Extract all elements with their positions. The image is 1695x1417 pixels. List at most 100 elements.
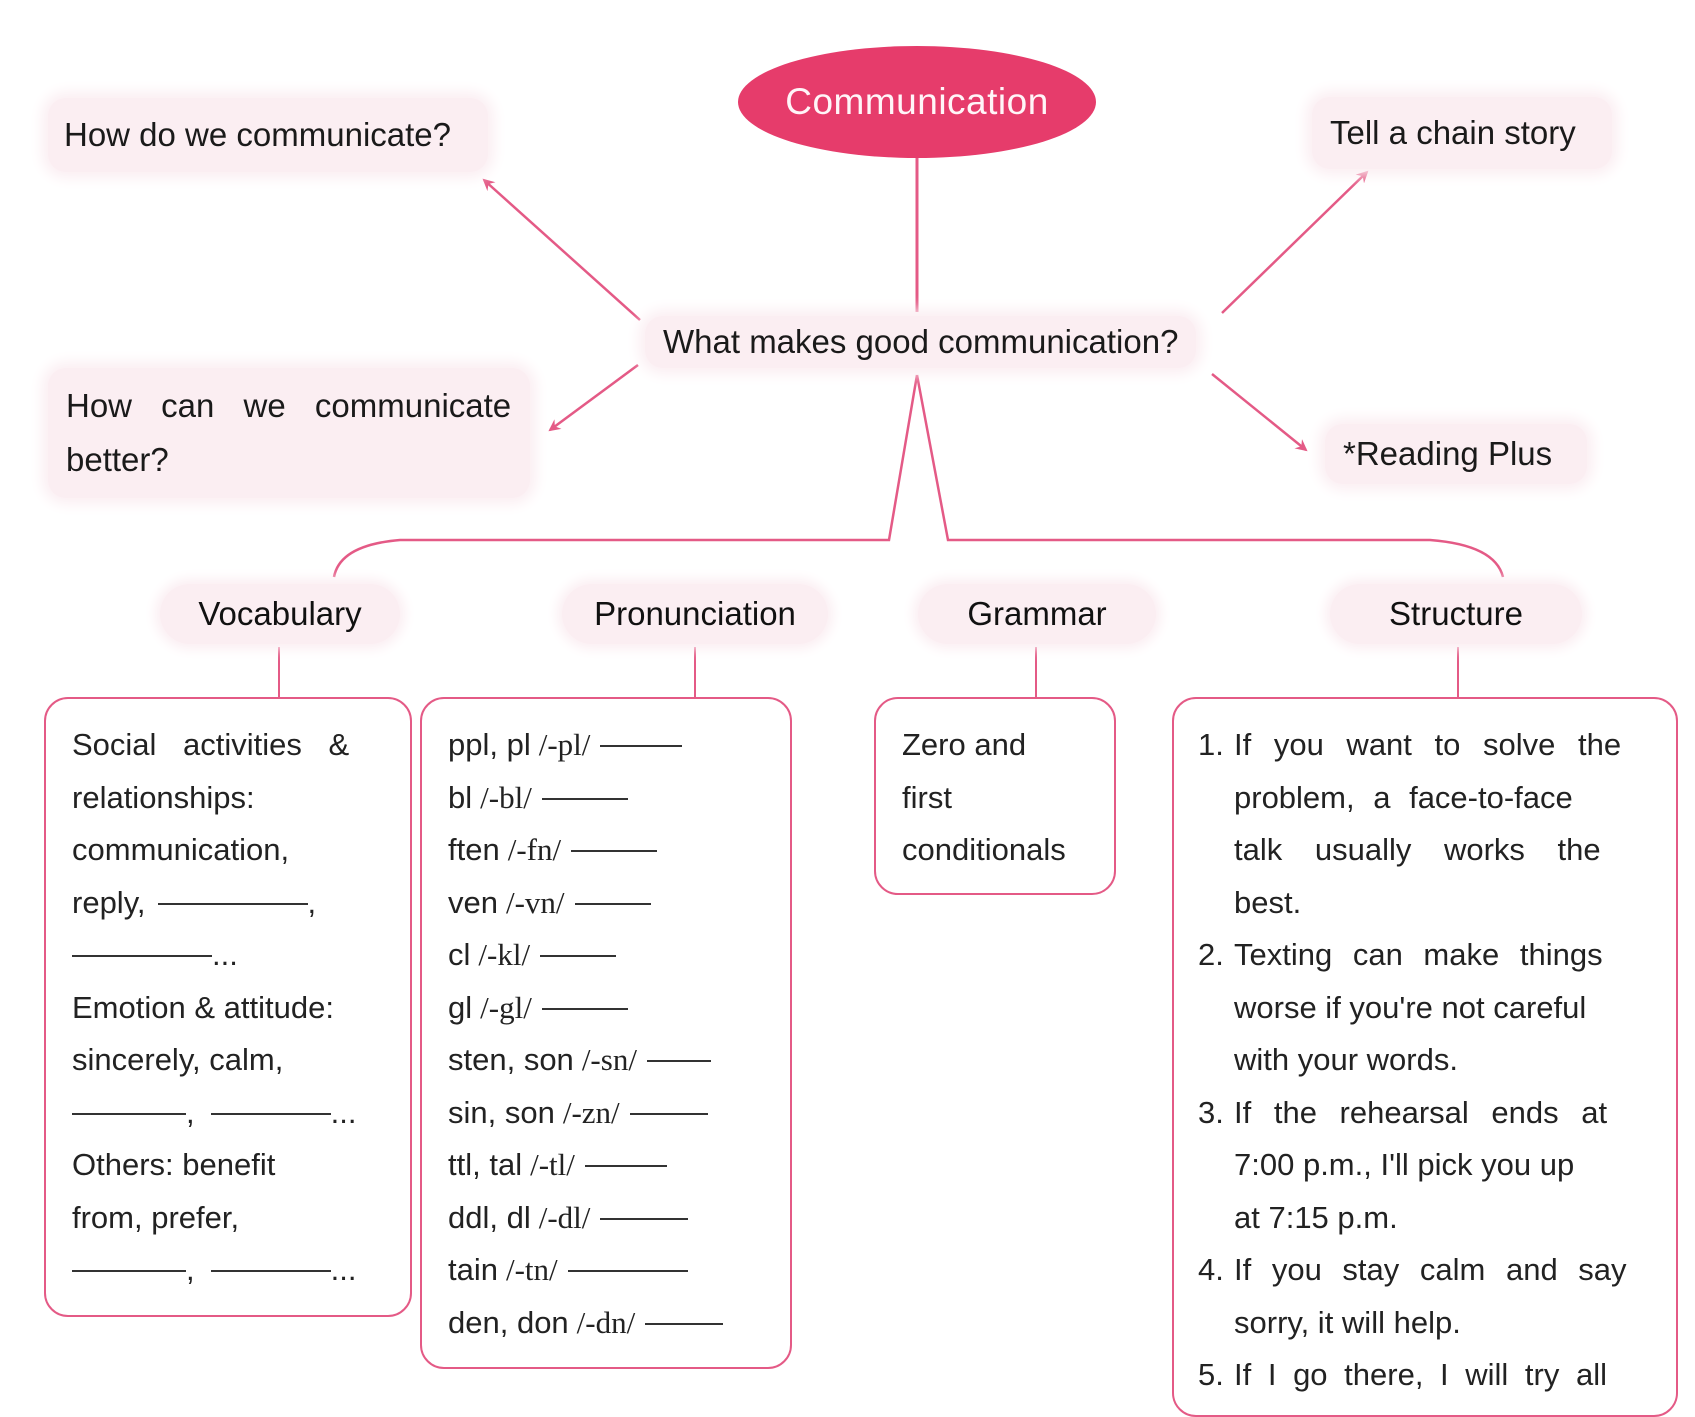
vocab-text: Others: benefit (72, 1147, 276, 1182)
pronunciation-blank[interactable] (567, 1244, 688, 1272)
grammar-line: conditionals (902, 824, 1104, 877)
vocab-text: Emotion & attitude: (72, 989, 334, 1025)
pronunciation-sound: /-sn/ (581, 1042, 637, 1077)
vocab-text: Social activities & (72, 727, 350, 762)
sentence-line: Texting can make things (1234, 929, 1646, 982)
pronunciation-spelling: bl (448, 779, 473, 815)
sentence-line: If I go there, I will try all (1234, 1349, 1646, 1402)
pronunciation-blank[interactable] (584, 1139, 667, 1167)
pronunciation-row: sten, son/-sn/ (448, 1034, 780, 1087)
vocab-line: relationships: (72, 772, 380, 825)
sentence-text: worse if you're not careful (1234, 989, 1587, 1025)
vocab-text: ... (212, 937, 238, 972)
category-structure-label: Structure (1389, 595, 1523, 632)
grammar-line: Zero and (902, 719, 1104, 772)
pronunciation-spelling: den, don (448, 1304, 569, 1340)
structure-sentence: 5. If I go there, I will try all (1198, 1349, 1646, 1402)
chain-story-label: Tell a chain story (1330, 114, 1576, 151)
vocab-line: sincerely, calm, (72, 1034, 380, 1087)
pronunciation-row: ppl, pl/-pl/ (448, 719, 780, 772)
sentence-line: 7:00 p.m., I'll pick you up (1234, 1139, 1646, 1192)
vocab-blank[interactable] (210, 1087, 331, 1115)
arrow-to-how-communicate (482, 178, 641, 321)
vocab-text: , (307, 884, 317, 920)
grammar-text: first (902, 779, 952, 815)
how-communicate-label: How do we communicate? (64, 116, 452, 153)
pronunciation-sound: /-fn/ (507, 832, 562, 867)
grammar-box: Zero and first conditionals (874, 697, 1116, 895)
pronunciation-sound: /-kl/ (478, 937, 531, 972)
vocab-blank[interactable] (72, 1244, 186, 1272)
category-vocabulary: Vocabulary (160, 584, 400, 644)
vocab-text: , (186, 1252, 195, 1287)
vocab-text: communication, (72, 832, 290, 867)
vocab-text: , (186, 1094, 195, 1130)
pronunciation-sound: /-zn/ (562, 1094, 620, 1130)
pronunciation-sound: /-vn/ (505, 884, 565, 920)
pronunciation-blank[interactable] (600, 1192, 689, 1220)
reading-plus-label: *Reading Plus (1343, 435, 1553, 472)
pronunciation-box: ppl, pl/-pl/bl/-bl/ften/-fn/ven/-vn/cl/-… (420, 697, 792, 1369)
sentence-line: talk usually works the (1234, 824, 1646, 877)
pronunciation-spelling: ften (448, 832, 500, 867)
node-chain-story: Tell a chain story (1312, 97, 1612, 169)
node-reading-plus: *Reading Plus (1325, 424, 1587, 484)
sentence-text: best. (1234, 884, 1302, 920)
sentence-line: sorry, it will help. (1234, 1297, 1646, 1350)
sentence-line: If the rehearsal ends at (1234, 1087, 1646, 1140)
pronunciation-spelling: ppl, pl (448, 727, 531, 762)
pronunciation-row: den, don/-dn/ (448, 1297, 780, 1350)
pronunciation-row: bl/-bl/ (448, 772, 780, 825)
pronunciation-row: sin, son/-zn/ (448, 1087, 780, 1140)
vocab-line: from, prefer, (72, 1192, 380, 1245)
category-pronunciation: Pronunciation (562, 584, 828, 644)
sentence-text: If I go there, I will try all (1234, 1357, 1607, 1392)
structure-sentence: 4. If you stay calm and say sorry, it wi… (1198, 1244, 1646, 1349)
vocab-blank[interactable] (210, 1244, 331, 1272)
vocab-line: Others: benefit (72, 1139, 380, 1192)
pronunciation-blank[interactable] (541, 772, 628, 800)
pronunciation-blank[interactable] (646, 1034, 711, 1062)
sentence-line: with your words. (1234, 1034, 1646, 1087)
sentence-number: 1. (1198, 727, 1224, 762)
pronunciation-blank[interactable] (645, 1297, 724, 1325)
pronunciation-row: cl/-kl/ (448, 929, 780, 982)
sentence-line: If you want to solve the (1234, 719, 1646, 772)
vocab-blank[interactable] (157, 877, 308, 905)
vocab-line: Social activities & (72, 719, 380, 772)
pronunciation-spelling: sin, son (448, 1094, 555, 1130)
vocab-text: ... (330, 1252, 357, 1287)
vocab-blank[interactable] (72, 929, 212, 957)
pronunciation-spelling: ttl, tal (448, 1147, 523, 1182)
pronunciation-blank[interactable] (629, 1087, 708, 1115)
vocabulary-box: Social activities & relationships: commu… (44, 697, 412, 1317)
pronunciation-row: ttl, tal/-tl/ (448, 1139, 780, 1192)
node-communicate-better: How can we communicate better? (48, 368, 530, 498)
arrow-to-chain-story (1221, 170, 1369, 314)
pronunciation-row: ddl, dl/-dl/ (448, 1192, 780, 1245)
sentence-text: sorry, it will help. (1234, 1304, 1461, 1340)
pronunciation-blank[interactable] (541, 982, 628, 1010)
center-node-label: Communication (785, 81, 1049, 122)
sentence-line: If you stay calm and say (1234, 1244, 1646, 1297)
vocab-line: communication, (72, 824, 380, 877)
category-pronunciation-label: Pronunciation (594, 595, 796, 632)
sentence-text: talk usually works the (1234, 832, 1601, 867)
pronunciation-row: ften/-fn/ (448, 824, 780, 877)
vocab-line: , ... (72, 1244, 380, 1297)
hub-node: What makes good communication? (645, 316, 1197, 368)
pronunciation-blank[interactable] (574, 877, 651, 905)
vocab-text: relationships: (72, 779, 255, 815)
vocab-blank[interactable] (72, 1087, 186, 1115)
pronunciation-list: ppl, pl/-pl/bl/-bl/ften/-fn/ven/-vn/cl/-… (448, 719, 780, 1349)
pronunciation-blank[interactable] (600, 719, 683, 747)
vocab-line: , ... (72, 1087, 380, 1140)
sentence-number: 4. (1198, 1252, 1224, 1287)
structure-box: 1. If you want to solve the problem, a f… (1172, 697, 1678, 1417)
pronunciation-sound: /-gl/ (480, 989, 532, 1025)
vocab-text: from, prefer, (72, 1199, 240, 1235)
structure-sentence: 1. If you want to solve the problem, a f… (1198, 719, 1646, 929)
pronunciation-row: ven/-vn/ (448, 877, 780, 930)
pronunciation-blank[interactable] (571, 824, 658, 852)
pronunciation-blank[interactable] (540, 929, 617, 957)
